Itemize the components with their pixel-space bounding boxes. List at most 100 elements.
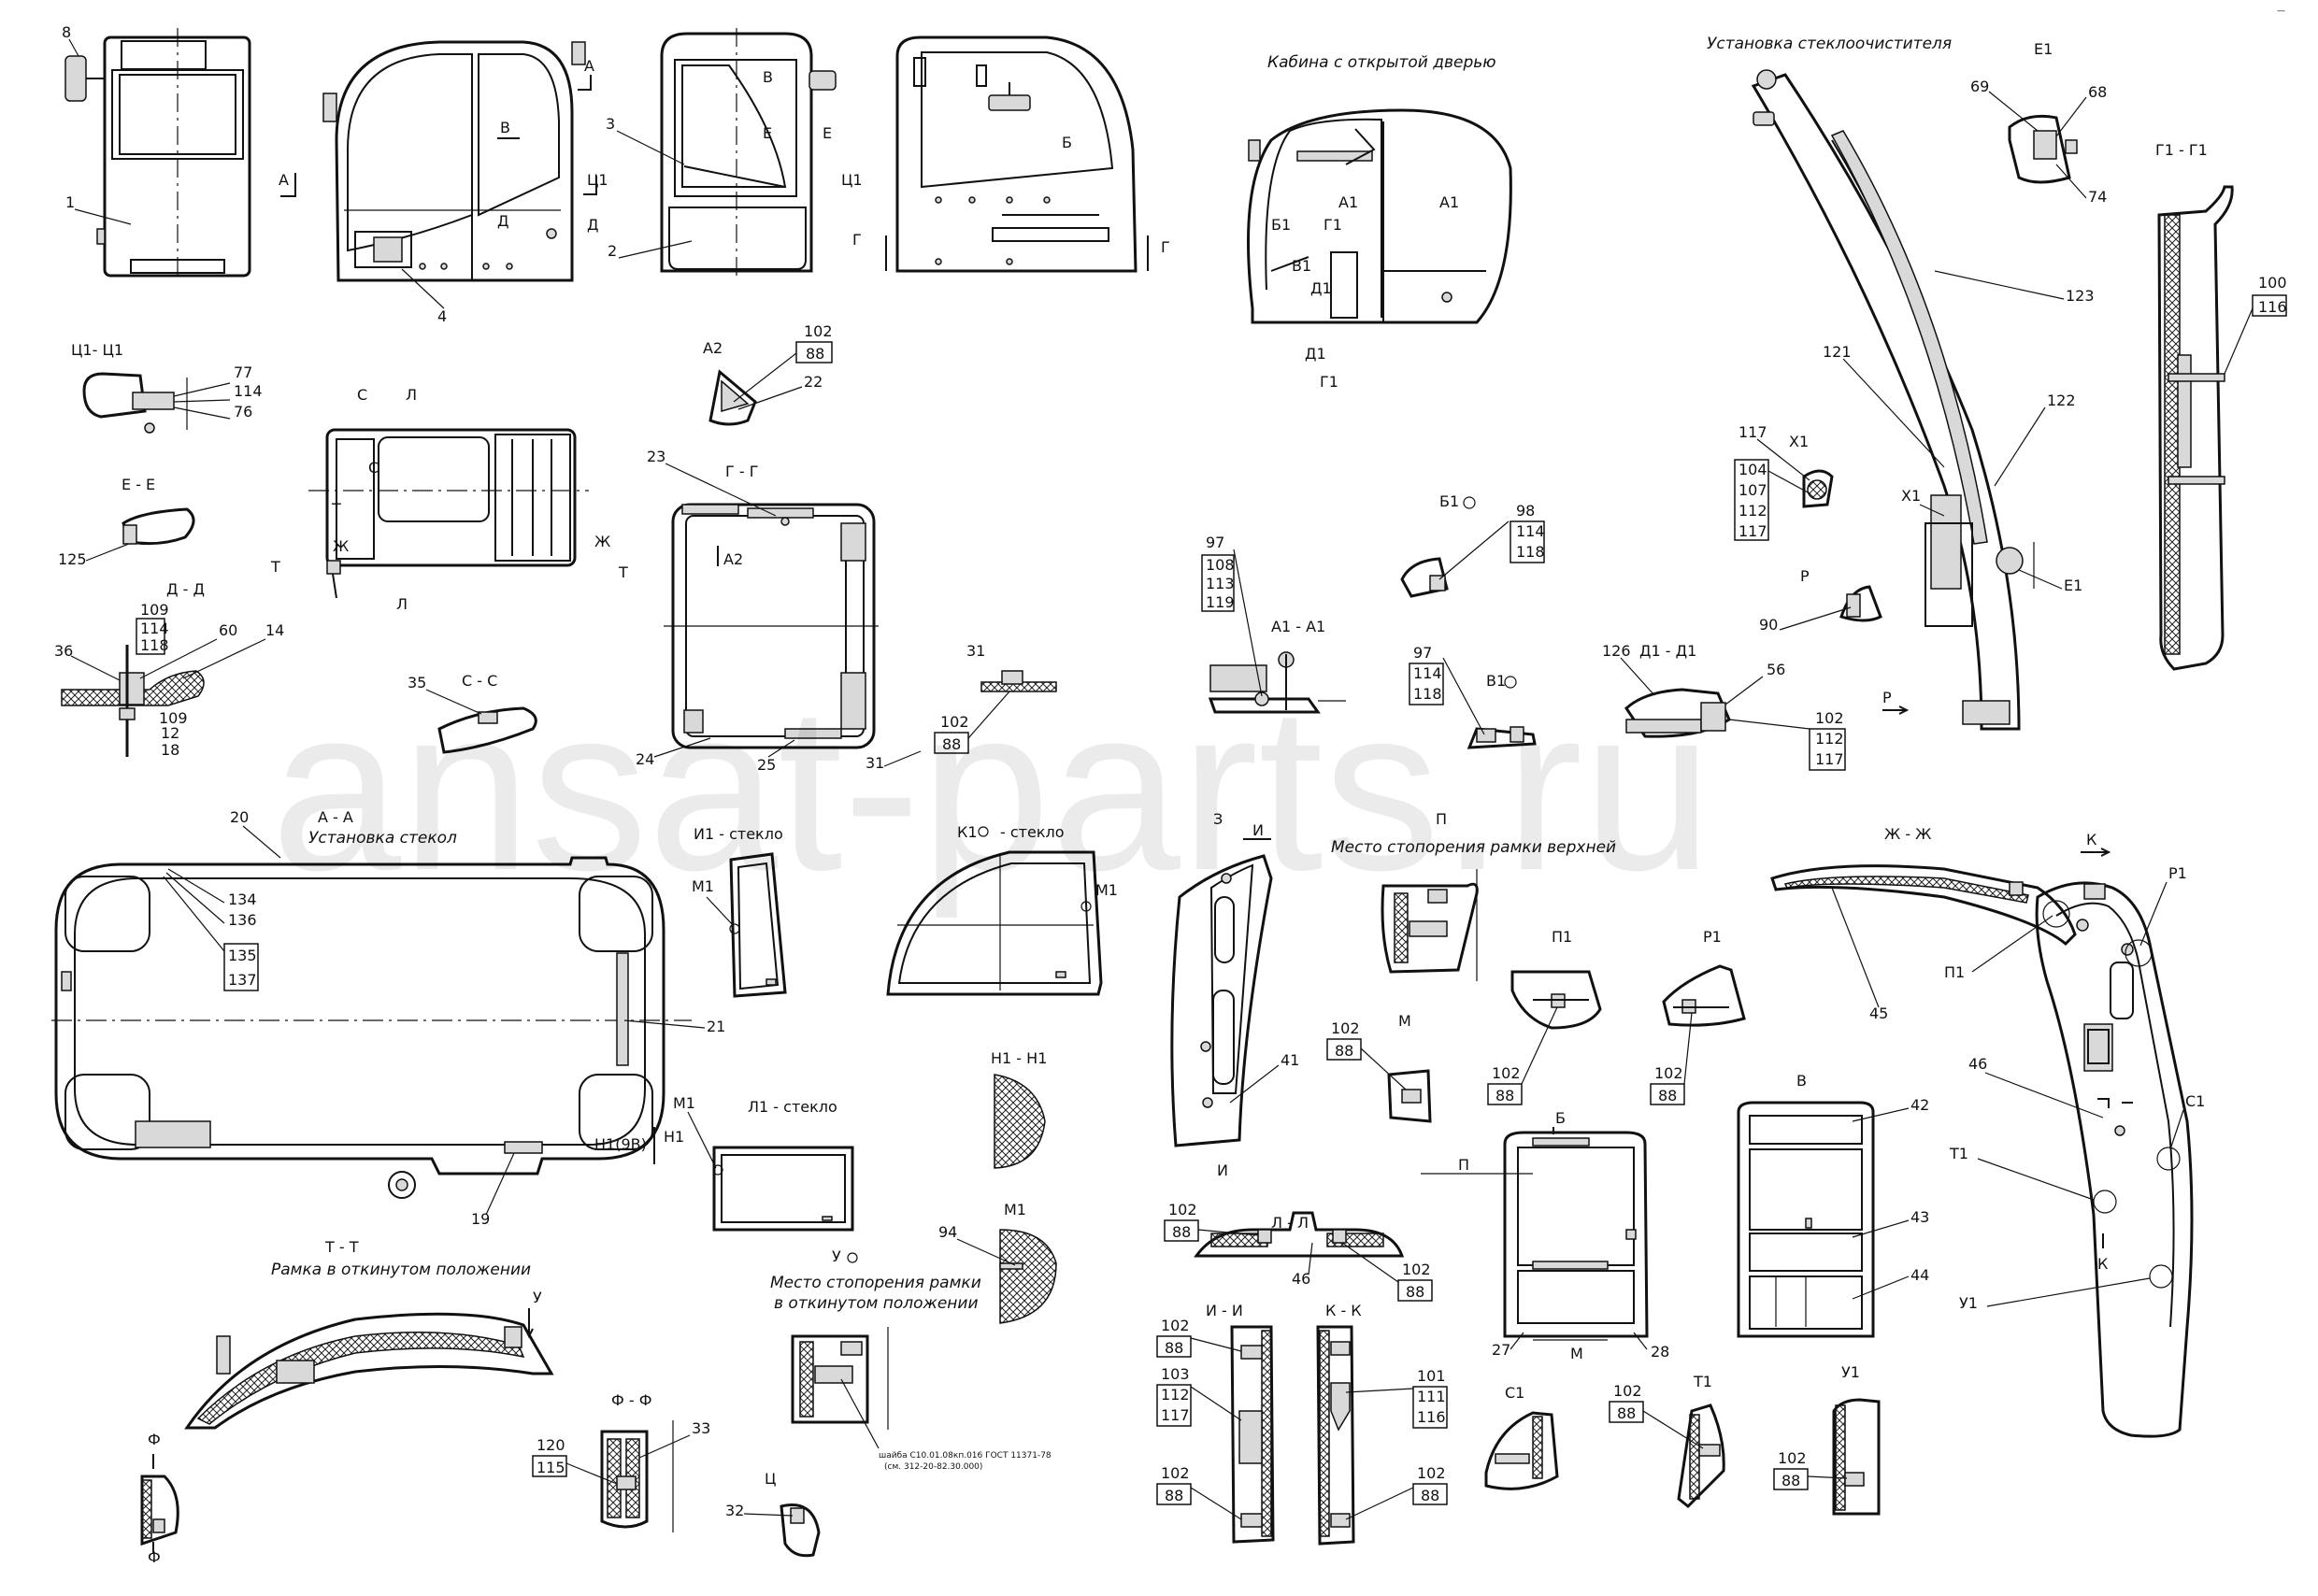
upper-frame-lock: П Место стопорения рамки верхней: [1331, 810, 1616, 981]
section-a2: А2 102 88 22: [703, 322, 833, 426]
view-title: Ж - Ж: [1884, 825, 1931, 843]
view-title: Ц: [765, 1470, 776, 1488]
part-label: 77: [234, 363, 252, 381]
right-pillar-assembly: К Р1 П1 46 С1 Т1 К У1: [1944, 831, 2205, 1438]
part-label: 21: [707, 1018, 725, 1035]
caption-open-door: Кабина с открытой дверью: [1267, 53, 1496, 72]
view-mark: М1: [673, 1094, 695, 1112]
part-label: 24: [636, 750, 654, 768]
part-label: 35: [408, 674, 426, 691]
washer-note: (см. 312-20-82.30.000): [884, 1462, 982, 1472]
part-label: 45: [1869, 1005, 1888, 1022]
part-label: 101: [1417, 1367, 1446, 1385]
view-title: П1: [1552, 928, 1572, 946]
part-label: 115: [537, 1459, 565, 1476]
part-label: 122: [2047, 392, 2076, 409]
part-label: 102: [1161, 1464, 1190, 1482]
part-label: 88: [1335, 1042, 1353, 1060]
part-label: 109: [140, 601, 169, 619]
caption-tt: Рамка в откинутом положении: [271, 1261, 531, 1279]
part-label: 88: [806, 345, 824, 363]
view-title: П: [1436, 810, 1447, 828]
part-label: 121: [1823, 343, 1852, 361]
caption-wiper: Установка стеклоочистителя: [1707, 35, 1952, 53]
part-label: 31: [966, 642, 985, 660]
part-label: 56: [1767, 661, 1785, 678]
section-mark: Д: [587, 216, 599, 234]
part-label: 42: [1910, 1096, 1929, 1114]
part-label: 102: [1168, 1201, 1197, 1218]
view-title: Г - Г: [725, 463, 758, 480]
section-mark: Ц1: [587, 171, 608, 189]
part-label: 20: [230, 808, 249, 826]
section-c-c: С - С 35: [408, 672, 537, 754]
part-label: 117: [1161, 1406, 1190, 1424]
part-label: 102: [1492, 1064, 1521, 1082]
part-label: 113: [1206, 575, 1235, 592]
part-label: 97: [1413, 644, 1432, 662]
view-mark: Р1: [2168, 864, 2187, 882]
rivets: [935, 196, 1051, 265]
part-label: 117: [1738, 423, 1767, 441]
section-mark: Т: [618, 563, 628, 581]
view-title: М1: [1004, 1201, 1026, 1218]
part-label: 104: [1738, 461, 1767, 478]
part-label: 74: [2088, 188, 2107, 206]
section-d-d: Д - Д 109 114 118 36 60 14 109 12 18: [54, 580, 284, 759]
part-label: 28: [1651, 1343, 1669, 1361]
view-mark: К: [2097, 1255, 2109, 1273]
part-label: 60: [219, 621, 237, 639]
part-label: 126: [1602, 642, 1631, 660]
view-x1: Х1 117 104 107 112 117: [1734, 423, 1834, 541]
section-mark: Н1: [664, 1128, 684, 1146]
section-f-small: Ф: [140, 1475, 179, 1566]
section-mark: А: [584, 57, 594, 75]
view-title: Ц1- Ц1: [71, 341, 123, 359]
part-label: 108: [1206, 556, 1235, 574]
view-mark: М1: [692, 877, 714, 895]
view-l1-glass: Л1 - стекло М1: [673, 1094, 854, 1232]
view-title: К1: [957, 823, 978, 841]
part-label: 46: [1292, 1270, 1310, 1288]
part-label: 102: [940, 713, 969, 731]
view-r1: Р1 102 88: [1650, 928, 1746, 1105]
section-d1-d1: Д1 - Д1 126 56 102 112 117 Р: [1602, 642, 1910, 771]
part-label: 32: [725, 1502, 744, 1519]
part-label: 117: [1815, 750, 1844, 768]
part-label: 88: [1421, 1487, 1439, 1504]
part-label: 88: [1165, 1339, 1183, 1357]
section-mark: Д1: [1310, 279, 1332, 297]
view-mark: В: [500, 119, 510, 136]
view-title: Т - Т: [324, 1238, 359, 1256]
view-t1: Т1 102 88: [1609, 1373, 1725, 1509]
section-mark: Ф: [148, 1431, 161, 1448]
part-label: 76: [234, 403, 252, 420]
section-f-f: Ф - Ф 33 120 115: [532, 1391, 710, 1532]
section-mark: Ц1: [841, 171, 863, 189]
cab-side-view-left: А В А Ц1 Д Д 4: [279, 40, 608, 325]
part-label: 88: [1658, 1087, 1677, 1104]
view-mark: Б: [1062, 134, 1072, 151]
part-label: 22: [804, 373, 823, 391]
view-title: С1: [1505, 1384, 1524, 1402]
part-label: 125: [58, 550, 87, 568]
view-mark: К: [2086, 831, 2097, 848]
part-label: 88: [1617, 1404, 1636, 1422]
view-title: Н1 - Н1: [991, 1049, 1047, 1067]
part-label: 102: [1778, 1449, 1807, 1467]
view-e1: Е1 69 68 74: [1970, 40, 2107, 206]
section-mark: Т: [331, 500, 341, 518]
view-b-door: Б П 27 28 М: [1421, 1109, 1669, 1362]
section-mark: Л: [396, 595, 408, 613]
part-label: 107: [1738, 481, 1767, 499]
view-mark: Е1: [2064, 577, 2082, 594]
washer-note: шайба С10.01.08кп.016 ГОСТ 11371-78: [879, 1451, 1052, 1461]
section-h1-h1: Н1 - Н1: [991, 1049, 1047, 1169]
view-title: Л - Л: [1271, 1214, 1309, 1232]
part-label: 1: [65, 193, 75, 211]
view-mark: У: [533, 1289, 542, 1306]
section-mark: Ж: [594, 533, 610, 550]
view-mark: П1: [1944, 963, 1965, 981]
section-c1-c1: Ц1- Ц1 77 114 76: [71, 341, 263, 434]
view-mark: П: [1458, 1156, 1469, 1174]
